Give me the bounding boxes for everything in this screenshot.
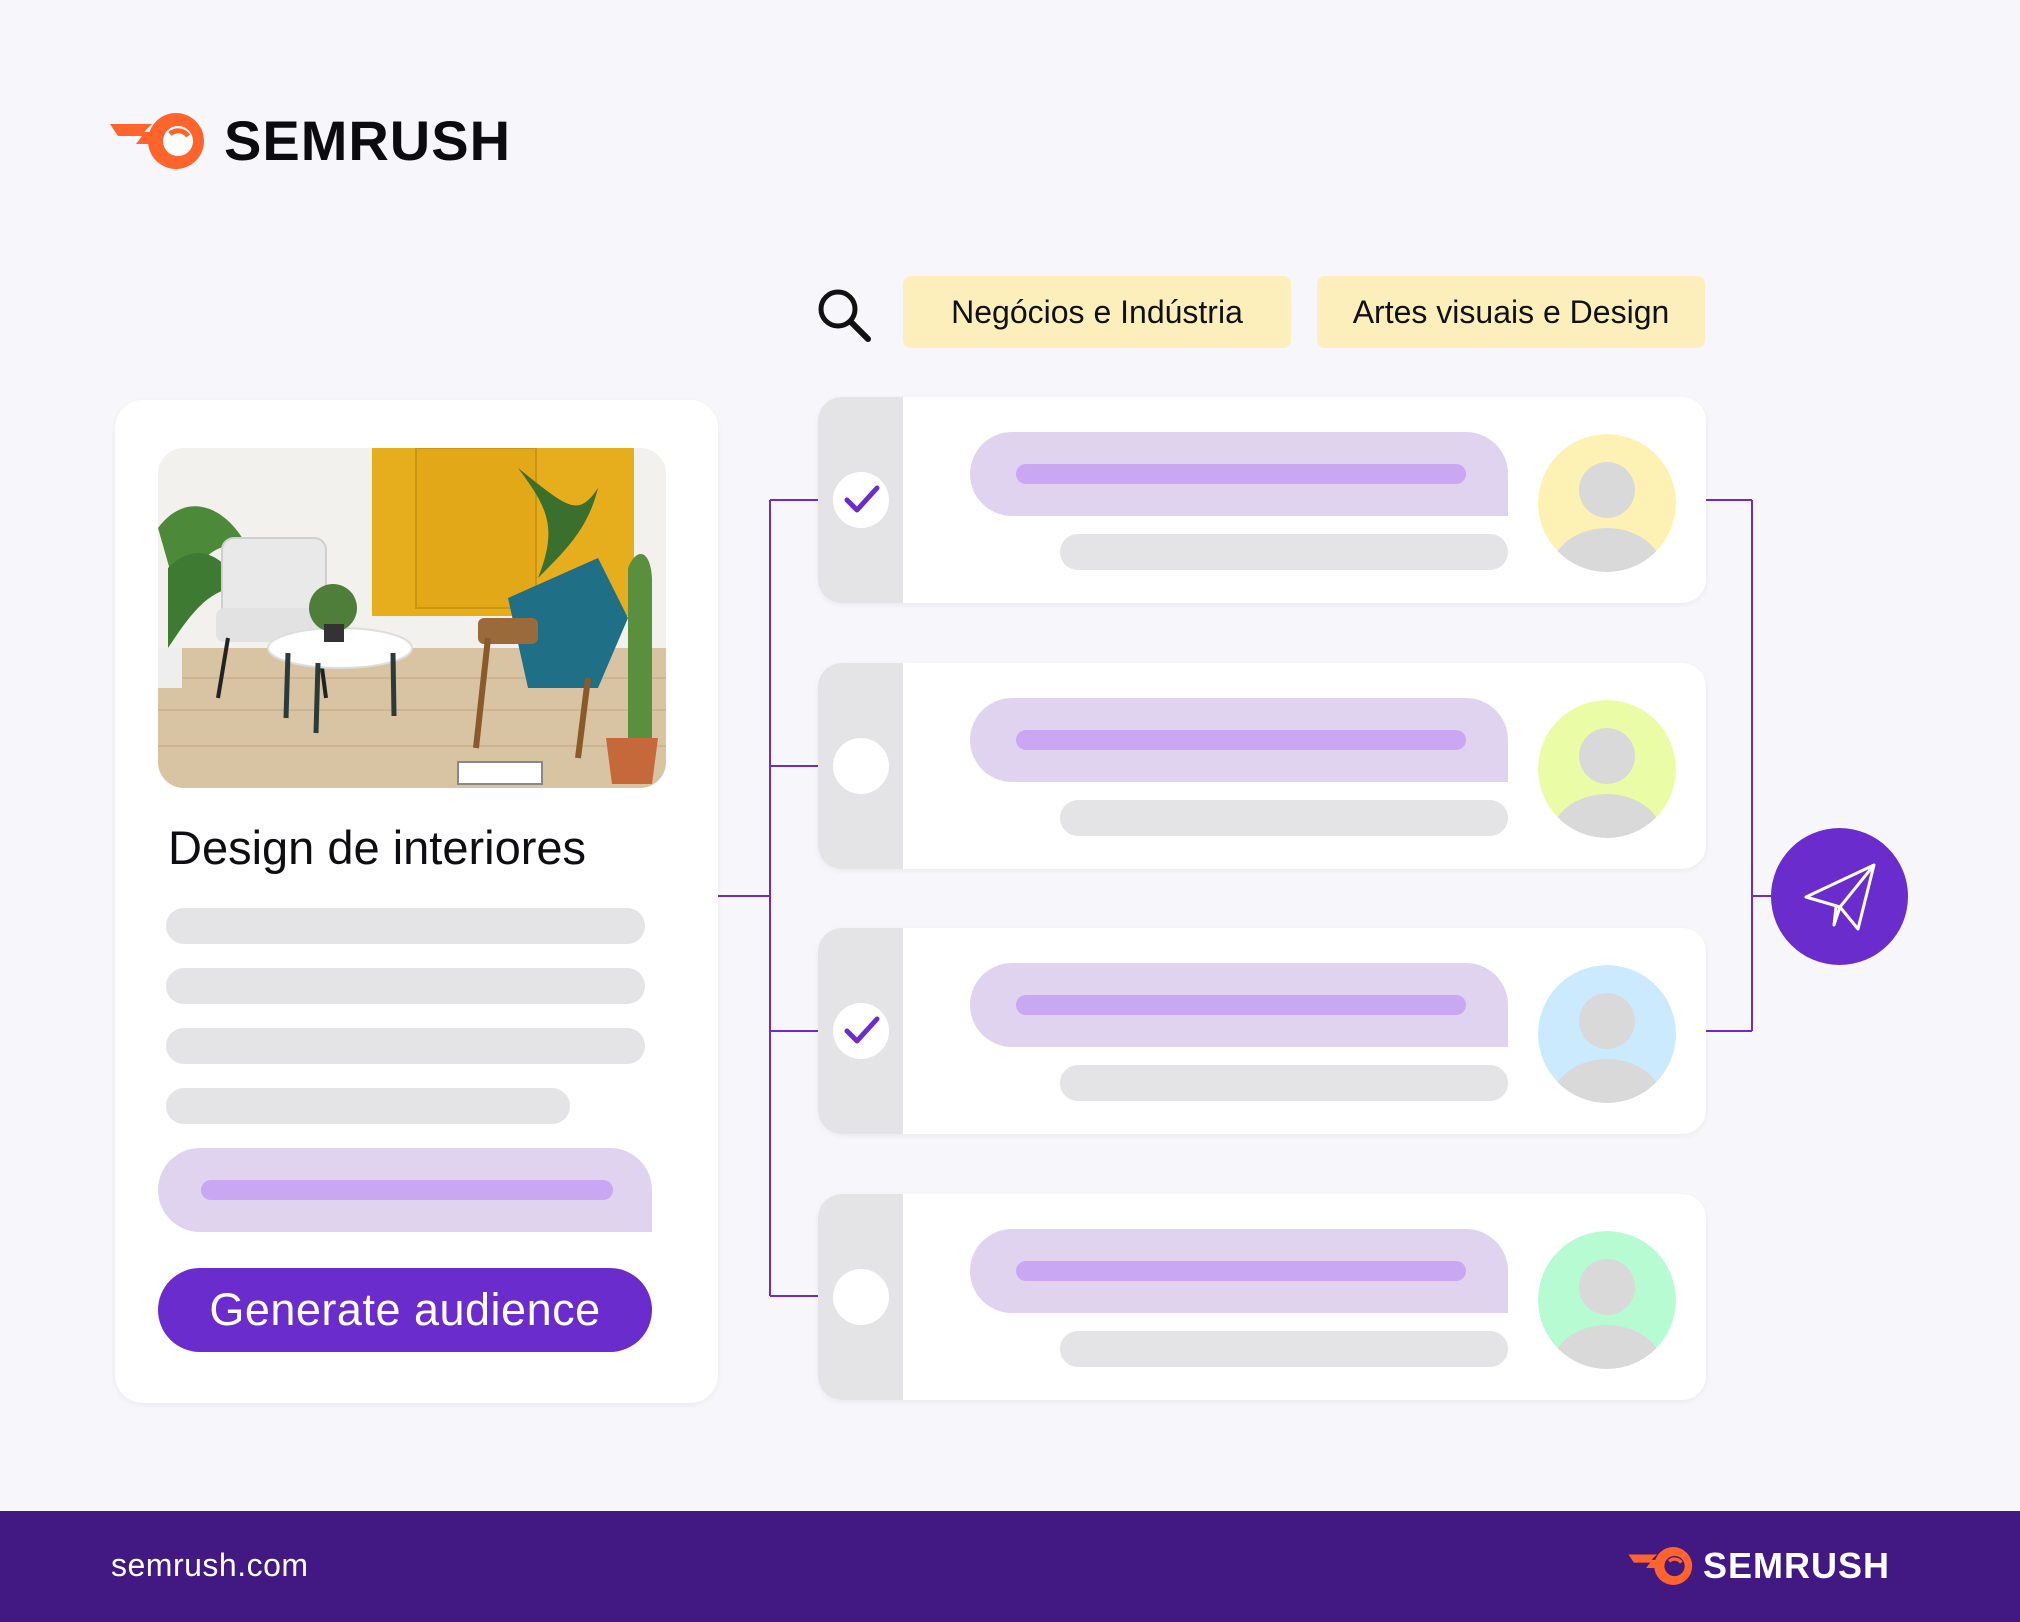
send-button[interactable] xyxy=(1771,828,1908,965)
user-avatar-icon xyxy=(1538,1231,1676,1369)
row-checkbox-checked[interactable] xyxy=(833,1003,889,1059)
row-checkbox-unchecked[interactable] xyxy=(833,1269,889,1325)
row-subtitle-placeholder xyxy=(1060,1331,1508,1367)
semrush-wordmark: SEMRUSH xyxy=(224,109,512,172)
audience-card: Design de interiores Generate audience xyxy=(115,400,718,1403)
row-title-placeholder xyxy=(970,963,1508,1047)
checkmark-icon xyxy=(844,485,880,513)
row-title-line xyxy=(1016,730,1466,750)
prompt-input-line xyxy=(201,1180,613,1200)
avatar xyxy=(1538,700,1676,838)
row-title-line xyxy=(1016,995,1466,1015)
row-checkbox-unchecked[interactable] xyxy=(833,738,889,794)
row-subtitle-placeholder xyxy=(1060,1065,1508,1101)
audience-row[interactable] xyxy=(818,1194,1706,1400)
row-title-placeholder xyxy=(970,1229,1508,1313)
row-checkbox-checked[interactable] xyxy=(833,472,889,528)
user-avatar-icon xyxy=(1538,965,1676,1103)
footer-semrush-wordmark: SEMRUSH xyxy=(1703,1545,1891,1586)
card-title: Design de interiores xyxy=(168,821,586,874)
generate-audience-button[interactable]: Generate audience xyxy=(158,1268,652,1352)
audience-row[interactable] xyxy=(818,397,1706,603)
avatar xyxy=(1538,1231,1676,1369)
user-avatar-icon xyxy=(1538,434,1676,572)
row-subtitle-placeholder xyxy=(1060,800,1508,836)
semrush-logo: SEMRUSH xyxy=(108,108,511,173)
text-placeholder-line xyxy=(166,1088,570,1124)
row-title-line xyxy=(1016,1261,1466,1281)
tag-business-industry[interactable]: Negócios e Indústria xyxy=(903,276,1291,348)
text-placeholder-line xyxy=(166,968,645,1004)
user-avatar-icon xyxy=(1538,700,1676,838)
prompt-input-placeholder[interactable] xyxy=(158,1148,652,1232)
tag-visual-arts-design[interactable]: Artes visuais e Design xyxy=(1317,276,1705,348)
row-title-placeholder xyxy=(970,698,1508,782)
semrush-comet-icon xyxy=(1628,1547,1693,1585)
paper-plane-icon xyxy=(1804,863,1875,930)
audience-row[interactable] xyxy=(818,928,1706,1134)
footer-bar: semrush.com SEMRUSH xyxy=(0,1511,2020,1622)
row-subtitle-placeholder xyxy=(1060,534,1508,570)
audience-row[interactable] xyxy=(818,663,1706,869)
row-title-line xyxy=(1016,464,1466,484)
interior-room-photo xyxy=(158,448,666,788)
footer-url[interactable]: semrush.com xyxy=(111,1547,309,1583)
avatar xyxy=(1538,965,1676,1103)
text-placeholder-line xyxy=(166,1028,645,1064)
avatar xyxy=(1538,434,1676,572)
row-title-placeholder xyxy=(970,432,1508,516)
checkmark-icon xyxy=(844,1016,880,1044)
footer-semrush-logo: SEMRUSH xyxy=(1627,1545,1890,1587)
search-icon[interactable] xyxy=(815,286,873,349)
text-placeholder-line xyxy=(166,908,645,944)
semrush-comet-icon xyxy=(110,112,204,169)
